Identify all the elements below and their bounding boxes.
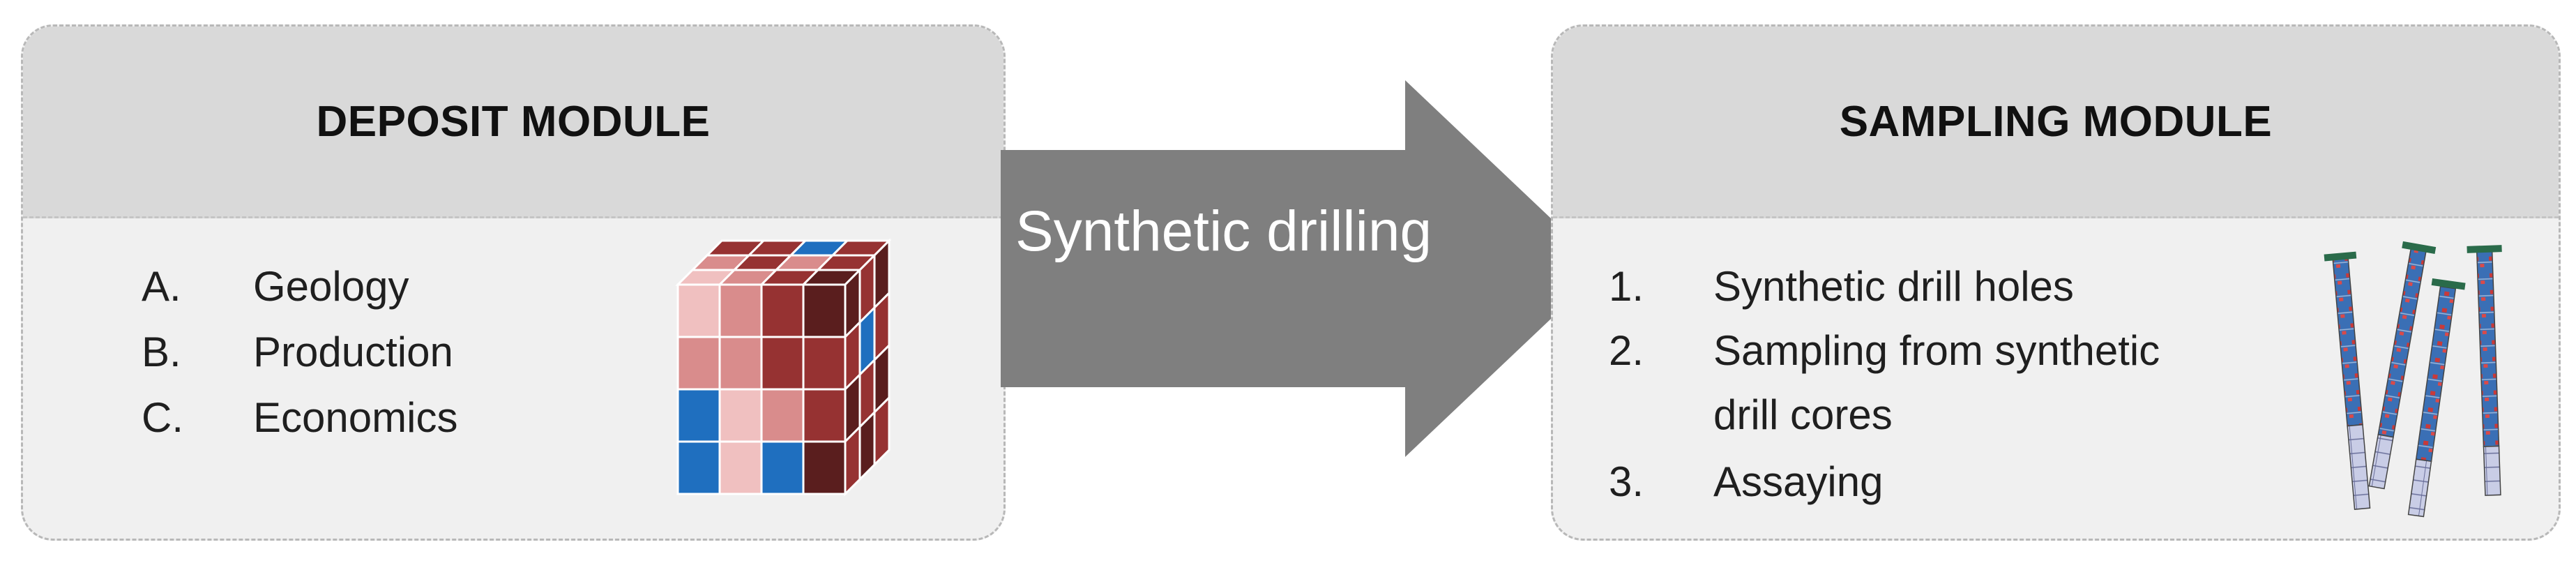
arrow-label: Synthetic drilling	[1015, 200, 1432, 263]
sampling-item-marker: 3.	[1609, 458, 1644, 505]
deposit-module-body: A. Geology B. Production C. Economics	[23, 218, 1003, 539]
sampling-item-label: Assaying	[1713, 458, 1884, 505]
sampling-module-body: 1. Synthetic drill holes 2. Sampling fro…	[1553, 218, 2559, 539]
right-arrow-icon	[1001, 80, 1604, 457]
deposit-item-marker: B.	[142, 329, 181, 375]
sampling-item-label: Synthetic drill holes	[1713, 263, 2074, 310]
deposit-item-marker: A.	[142, 263, 181, 310]
sampling-module-title: SAMPLING MODULE	[1839, 97, 2273, 146]
drill-core	[2368, 241, 2437, 490]
drill-core	[2467, 245, 2502, 496]
deposit-module-header: DEPOSIT MODULE	[23, 27, 1003, 218]
sampling-module-header: SAMPLING MODULE	[1553, 27, 2559, 218]
sampling-module-box: SAMPLING MODULE 1. Synthetic drill holes…	[1551, 24, 2561, 541]
deposit-item-marker: C.	[142, 394, 183, 441]
deposit-item-label: Production	[253, 329, 453, 375]
sampling-item-label: drill cores	[1713, 391, 1893, 438]
block-model-cube-icon	[675, 238, 892, 497]
sampling-item-marker: 1.	[1609, 263, 1644, 310]
drill-cores-icon	[2324, 241, 2502, 518]
synthetic-drilling-arrow	[994, 80, 1607, 457]
deposit-module-title: DEPOSIT MODULE	[316, 97, 711, 146]
sampling-item-marker: 2.	[1609, 327, 1644, 374]
drill-core	[2407, 278, 2466, 518]
sampling-item-label: Sampling from synthetic	[1713, 327, 2160, 374]
deposit-item-label: Geology	[253, 263, 409, 310]
drill-core	[2324, 251, 2371, 510]
deposit-item-label: Economics	[253, 394, 458, 441]
